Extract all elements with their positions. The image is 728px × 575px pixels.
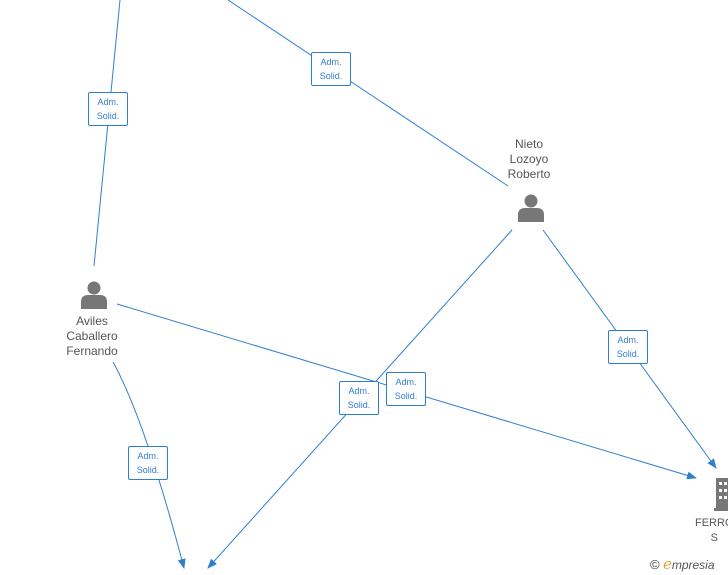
person-name-aviles[interactable]: Aviles Caballero Fernando — [66, 314, 118, 358]
building-icon — [714, 478, 728, 511]
person-icon — [518, 194, 544, 222]
role-label-adm-solid[interactable]: Adm. Solid. — [339, 381, 379, 415]
person-name-nieto[interactable]: Nieto Lozoyo Roberto — [507, 137, 551, 181]
edge-aviles-to-bottom — [112, 361, 186, 569]
company-name-ferro[interactable]: FERRO S — [695, 517, 728, 544]
person-icon — [81, 281, 107, 309]
copyright-symbol: © — [650, 557, 660, 572]
brand-rest: mpresia — [671, 558, 715, 572]
role-label-adm-solid[interactable]: Adm. Solid. — [128, 446, 168, 480]
role-label-adm-solid[interactable]: Adm. Solid. — [386, 372, 426, 406]
empresia-logo: © empresia — [650, 555, 715, 573]
role-label-adm-solid[interactable]: Adm. Solid. — [608, 330, 648, 364]
edge-top-left-to-aviles — [93, 0, 121, 267]
role-label-adm-solid[interactable]: Adm. Solid. — [311, 52, 351, 86]
role-label-adm-solid[interactable]: Adm. Solid. — [88, 92, 128, 126]
edge-top-to-nieto — [227, 0, 509, 187]
brand-e: e — [662, 555, 672, 573]
